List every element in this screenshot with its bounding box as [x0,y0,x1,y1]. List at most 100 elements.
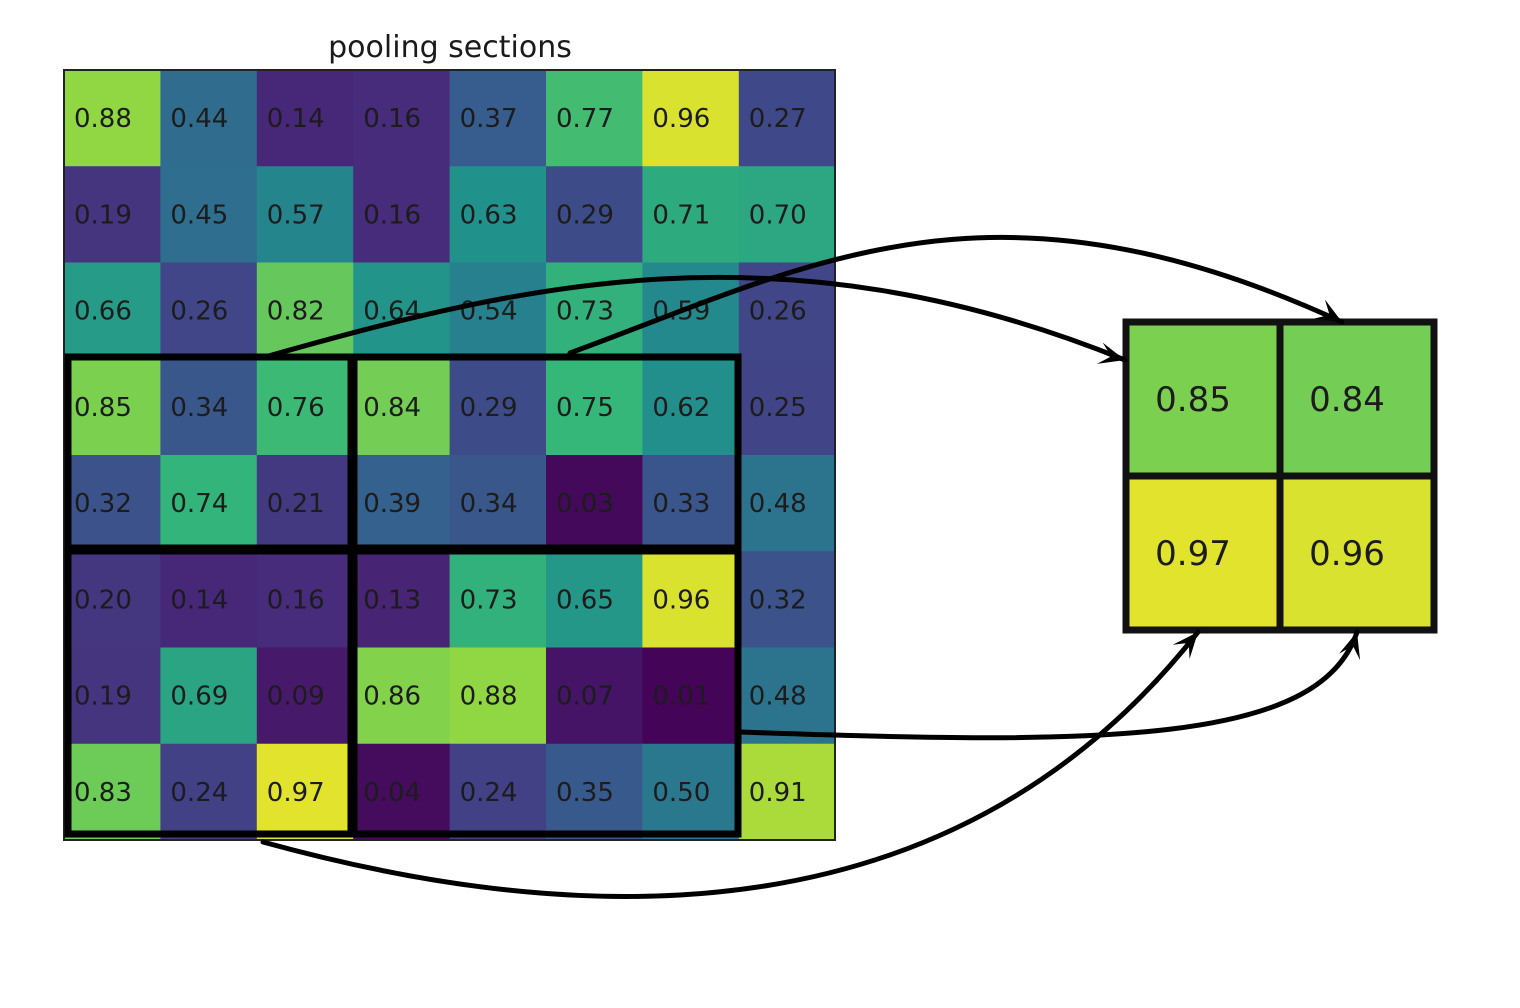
input-cell [642,647,740,745]
input-cell [738,551,836,649]
input-cell [738,647,836,745]
input-cell-value: 0.82 [267,297,325,327]
input-cell-value: 0.16 [363,104,421,134]
pooling-arrow [737,629,1360,741]
input-cell [738,743,836,841]
input-cell [449,647,547,745]
input-cell-value: 0.86 [363,682,421,712]
input-cell-value: 0.29 [556,200,614,230]
input-cell [546,358,643,456]
input-cell-value: 0.66 [74,297,132,327]
input-cell [353,647,451,745]
input-cell-value: 0.73 [460,585,518,615]
input-cell-value: 0.14 [267,104,325,134]
input-cell [449,70,547,167]
input-cell-value: 0.33 [652,489,710,519]
input-cell [449,455,547,552]
input-cell-value: 0.76 [267,393,325,423]
input-cell-value: 0.16 [363,200,421,230]
input-cell-value: 0.09 [267,682,325,712]
input-cell [642,551,740,649]
input-cell-value: 0.04 [363,778,421,808]
input-cell-value: 0.84 [363,393,421,423]
input-cell-value: 0.26 [749,297,807,327]
input-cell-value: 0.91 [749,778,807,808]
input-cell-value: 0.39 [363,489,421,519]
input-cell [160,455,258,552]
input-cell [64,551,161,649]
input-cell [64,70,161,167]
diagram-title: pooling sections [328,30,572,65]
input-cell-value: 0.70 [749,200,807,230]
input-cell [449,166,547,264]
pooling-arrows [260,234,1361,899]
input-cell [64,358,161,456]
input-cell [160,166,258,264]
input-cell-value: 0.85 [74,393,132,423]
input-cell [256,70,354,167]
input-cell-value: 0.20 [74,585,132,615]
input-cell [738,358,836,456]
input-cell-value: 0.03 [556,489,614,519]
pooling-arrow [260,629,1201,899]
input-cell [160,647,258,745]
input-cell [64,455,161,552]
input-cell [160,358,258,456]
input-cell-value: 0.96 [652,104,710,134]
pooling-section-border [350,547,742,838]
input-cell [353,743,451,841]
input-cell-value: 0.07 [556,682,614,712]
input-cell-value: 0.29 [460,393,518,423]
pooling-arrow [262,274,1128,363]
input-cell [64,166,161,264]
input-cell [160,743,258,841]
input-cell-value: 0.01 [652,682,710,712]
output-cell-value: 0.84 [1309,380,1385,420]
pooling-arrow [567,234,1345,356]
input-cell-value: 0.83 [74,778,132,808]
input-cell [256,358,354,456]
input-cell-value: 0.48 [749,489,807,519]
input-cell-value: 0.27 [749,104,807,134]
input-cell [546,455,643,552]
input-cell-value: 0.71 [652,200,710,230]
input-cell-value: 0.16 [267,585,325,615]
input-cell-value: 0.21 [267,489,325,519]
input-cell [160,262,258,360]
input-cell-value: 0.26 [170,297,228,327]
input-grid-outline [63,69,836,841]
input-cell-value: 0.77 [556,104,614,134]
input-cell [353,70,451,167]
input-cell [449,358,547,456]
input-cell [546,166,643,264]
input-cell-value: 0.32 [74,489,132,519]
input-cell-value: 0.88 [460,682,518,712]
input-cell [353,166,451,264]
input-cell [546,743,643,841]
input-cell [738,70,836,167]
input-cell [546,647,643,745]
output-cell [1276,318,1438,480]
input-cell [449,551,547,649]
input-cell-value: 0.97 [267,778,325,808]
output-cell [1122,318,1284,480]
input-cell [642,743,740,841]
input-cell-value: 0.34 [460,489,518,519]
input-cell [256,743,354,841]
input-cell-value: 0.74 [170,489,228,519]
input-cell [256,166,354,264]
arrow-head [1313,299,1342,322]
input-cell [449,262,547,360]
input-cell [64,647,161,745]
input-cell [353,455,451,552]
input-cell [256,455,354,552]
input-cell-value: 0.45 [170,200,228,230]
input-cell-value: 0.19 [74,682,132,712]
input-cell [256,647,354,745]
input-cell-value: 0.35 [556,778,614,808]
input-cell [449,743,547,841]
input-cell-value: 0.50 [652,778,710,808]
input-cell [642,70,740,167]
input-cell [546,70,643,167]
